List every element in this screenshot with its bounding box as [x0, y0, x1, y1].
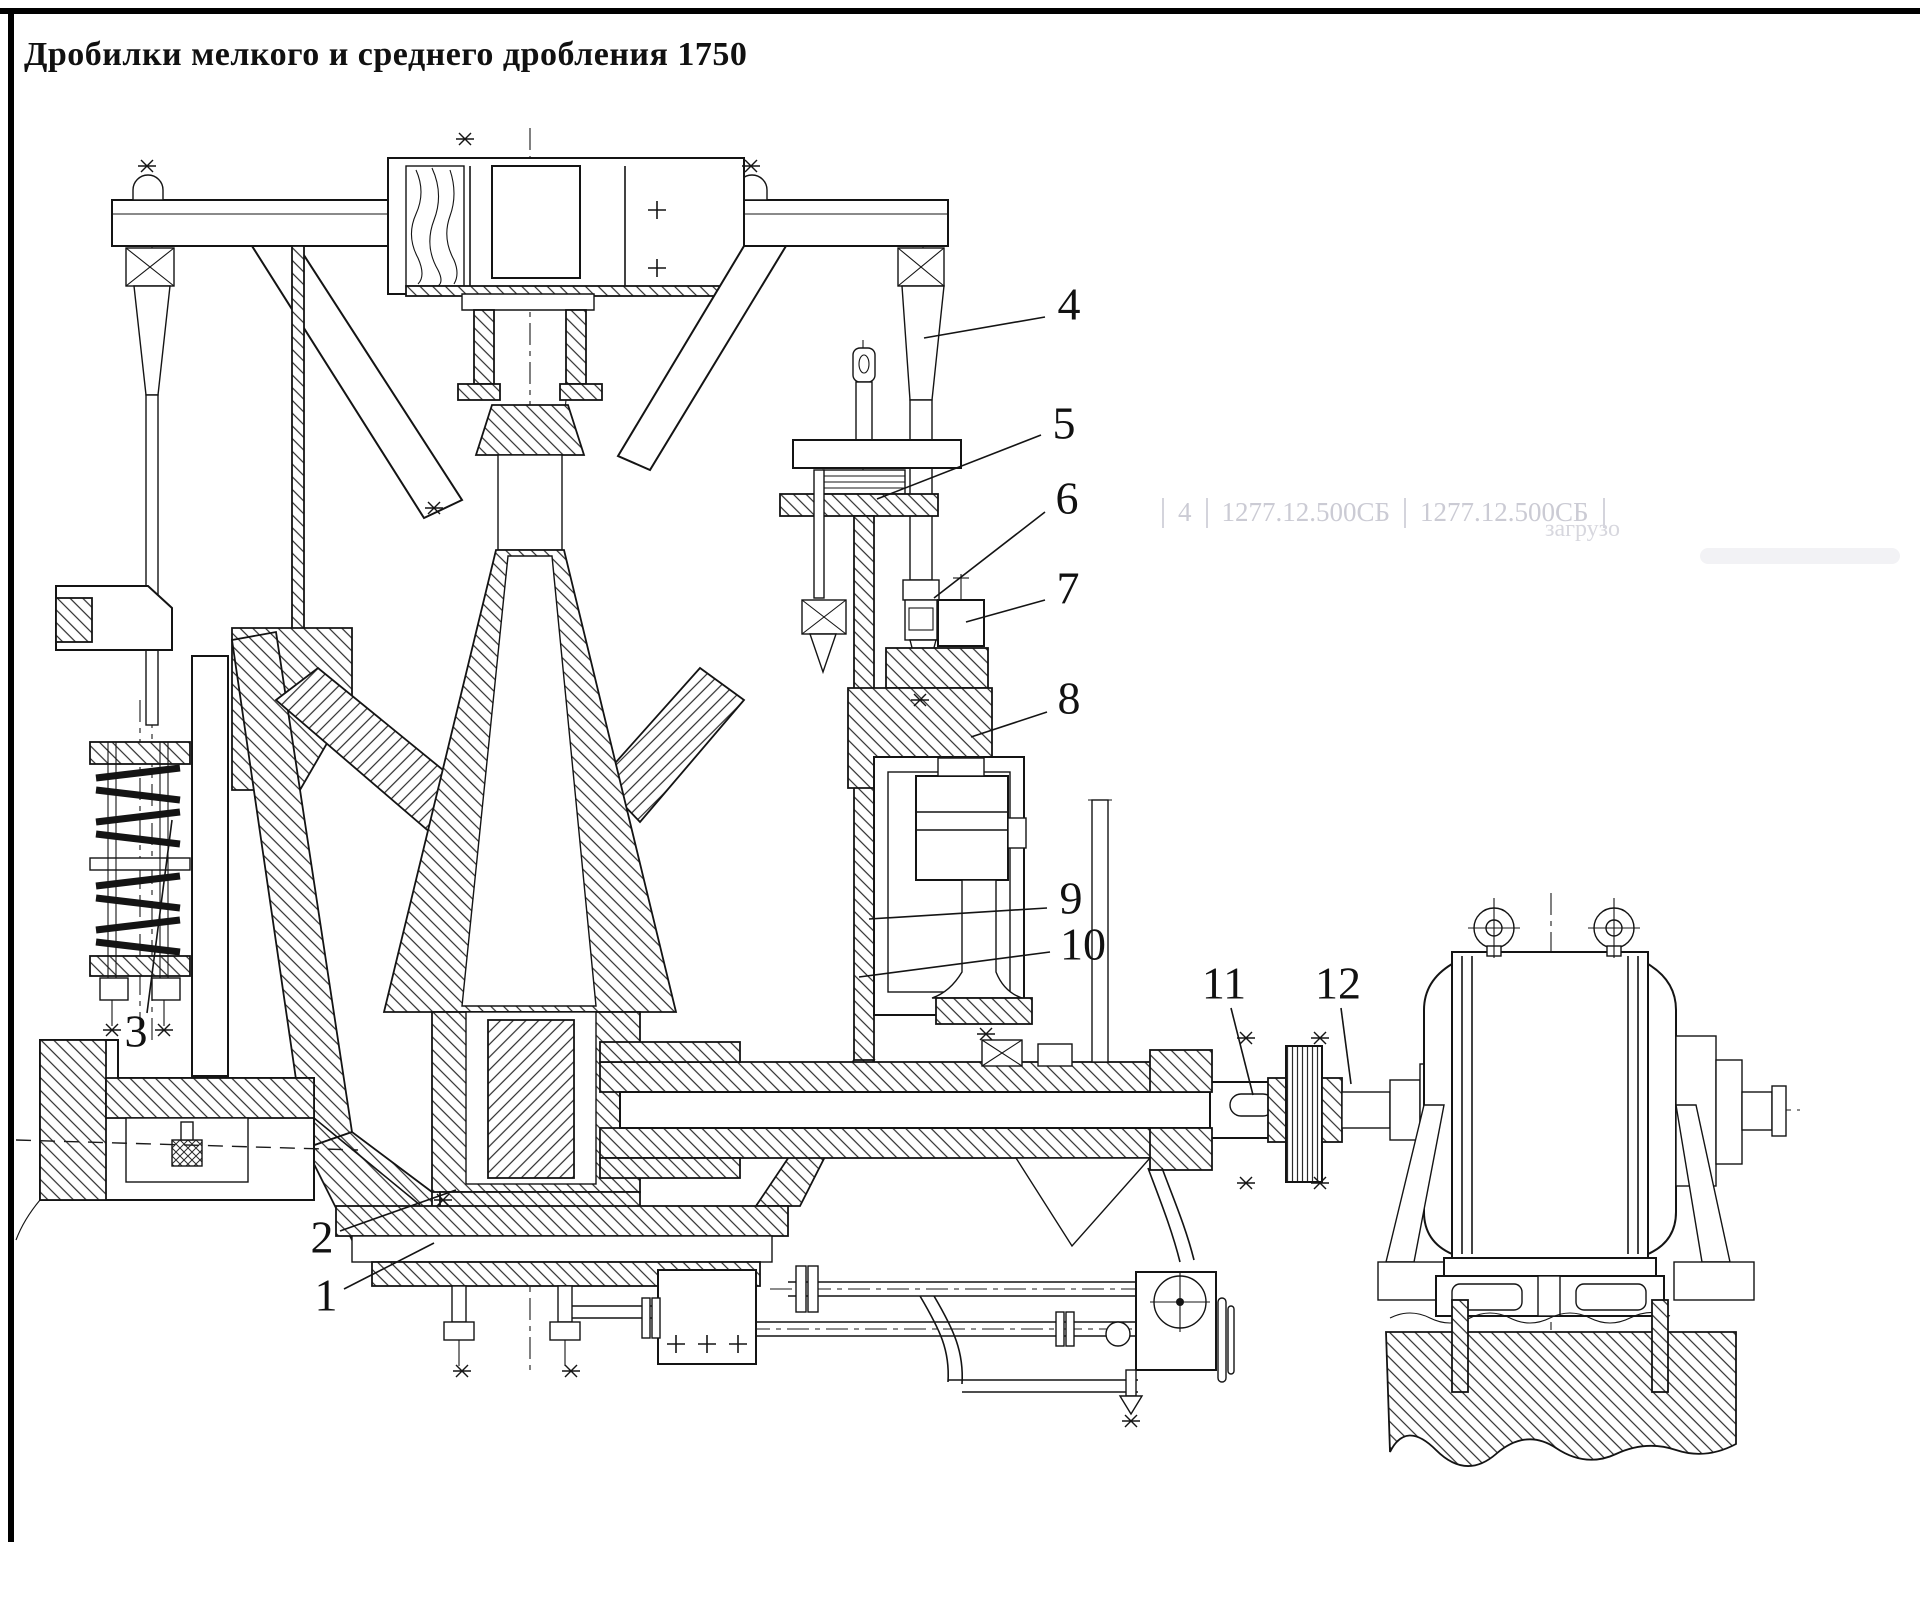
frame-wall [191, 655, 229, 1077]
housing-bottom [599, 1127, 1157, 1159]
callout-leader-8 [970, 711, 1048, 738]
handwheel [1217, 1297, 1227, 1383]
left-post-dome [132, 174, 164, 201]
crushing-cone [382, 404, 678, 1013]
left-frame [15, 585, 421, 1241]
page-border-left [8, 8, 14, 1542]
countershaft [599, 799, 1337, 1248]
head-nut [474, 404, 586, 456]
callout-number-11: 11 [1202, 958, 1246, 1009]
watermark-separator [1205, 497, 1208, 528]
watermark-fragment: загрузо [1545, 516, 1620, 542]
callout-number-8: 8 [1058, 673, 1081, 724]
watermark-smudge [1700, 548, 1900, 564]
drive-shaft [619, 1091, 1211, 1129]
stator-body [1451, 951, 1649, 1259]
callout-leader-11 [1230, 1007, 1254, 1096]
feed-opening [491, 165, 581, 279]
callout-leader-5 [876, 434, 1042, 500]
watermark-separator [1162, 497, 1164, 528]
foundation [1385, 1299, 1737, 1467]
watermark-cell: 1277.12.500СБ [1420, 497, 1589, 527]
callout-leader-7 [965, 599, 1046, 623]
callout-number-6: 6 [1056, 473, 1079, 524]
shell-right-wall [853, 515, 875, 1069]
callout-leader-1 [343, 1242, 435, 1290]
stud-cluster [779, 347, 993, 1069]
callout-leader-10 [858, 951, 1051, 978]
drawing-title: Дробилки мелкого и среднего дробления 17… [24, 36, 748, 73]
callout-leader-3 [146, 819, 173, 1014]
callout-number-10: 10 [1060, 919, 1106, 970]
dust-seal-wall [291, 245, 305, 631]
watermark-row: 4 1277.12.500СБ 1277.12.500СБ [1148, 497, 1619, 528]
callout-leader-4 [923, 316, 1046, 339]
callout-leader-9 [868, 907, 1048, 920]
bracket-cylinder [873, 756, 1033, 1025]
callout-number-7: 7 [1057, 563, 1080, 614]
watermark-separator [1404, 497, 1407, 528]
watermark-separator [1602, 497, 1605, 528]
gusset-plate [1014, 1157, 1152, 1248]
spring-top-plate [89, 741, 191, 765]
spring-bottom-plate [89, 955, 191, 977]
feed-tube-wall [565, 309, 587, 385]
crossbar-plate [792, 439, 962, 469]
feed-funnel [250, 245, 788, 631]
motor-shaft-stub [1741, 1091, 1773, 1131]
callout-number-9: 9 [1060, 873, 1083, 924]
spring-stack [95, 764, 181, 956]
cylinder-body [915, 775, 1009, 881]
callout-number-5: 5 [1053, 398, 1076, 449]
electric-motor [1377, 898, 1787, 1324]
end-bell-right [1647, 962, 1677, 1256]
callout-number-4: 4 [1058, 279, 1081, 330]
anchor-bolt-slot [1651, 1299, 1669, 1393]
callout-number-3: 3 [125, 1006, 148, 1057]
feed-box [387, 157, 745, 401]
coupling [1267, 1045, 1421, 1183]
anchor-bolt-slot [1451, 1299, 1469, 1393]
tie-rod-nut [904, 599, 938, 641]
main-shaft-top [497, 454, 563, 551]
feed-tube-wall [473, 309, 495, 385]
main-shaft [461, 555, 597, 1007]
timber-lining [405, 165, 465, 287]
pedestal [935, 997, 1033, 1025]
callout-number-12: 12 [1315, 958, 1361, 1009]
page-border-top [0, 8, 1920, 14]
stud-head [852, 347, 876, 383]
watermark-cell: 4 [1178, 497, 1192, 527]
callout-leader-2 [339, 1189, 457, 1232]
sole-plate [1443, 1257, 1657, 1277]
tie-rod-left [133, 285, 171, 726]
watermark-cell: 1277.12.500СБ [1221, 497, 1391, 527]
seat-flange [779, 493, 939, 517]
disc-pack [1285, 1045, 1323, 1183]
callout-leader-6 [933, 511, 1046, 599]
callout-leader-12 [1340, 1007, 1352, 1085]
callout-number-2: 2 [311, 1212, 334, 1263]
callout-number-1: 1 [315, 1270, 338, 1321]
jack-block-7 [937, 599, 985, 647]
pipework [572, 1167, 1235, 1416]
